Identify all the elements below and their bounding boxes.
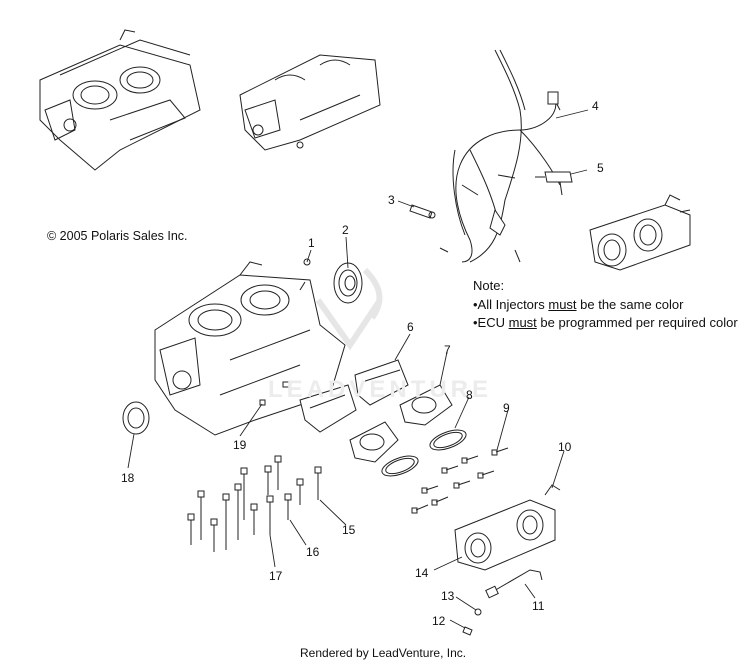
watermark-logo [315, 267, 383, 351]
note-line-ecu: •ECU must be programmed per required col… [473, 315, 738, 330]
callout-1[interactable]: 1 [308, 236, 315, 250]
injector-5 [535, 171, 573, 196]
regulator-3 [409, 204, 436, 219]
note-line2-emphasis: must [508, 315, 537, 330]
note-line2-prefix: •ECU [473, 315, 509, 330]
watermark-text: LEADVENTURE [268, 376, 493, 403]
seal-2 [333, 262, 363, 304]
callout-14[interactable]: 14 [415, 566, 429, 580]
callout-9[interactable]: 9 [503, 401, 510, 415]
leader-lines [127, 109, 589, 629]
fuel-rail-assembly [439, 49, 561, 263]
reed-valve-6 [299, 359, 409, 433]
throttle-body-top [589, 194, 691, 271]
seal-18 [122, 401, 150, 435]
small-parts [259, 258, 482, 636]
callout-2[interactable]: 2 [342, 223, 349, 237]
note-line-injectors: •All Injectors must be the same color [473, 297, 683, 312]
note-line2-suffix: be programmed per required color [536, 315, 738, 330]
callout-7[interactable]: 7 [444, 343, 451, 357]
crankcase-top-middle [239, 54, 381, 151]
callout-18[interactable]: 18 [121, 471, 135, 485]
callout-3[interactable]: 3 [388, 193, 395, 207]
note-line1-suffix: be the same color [576, 297, 684, 312]
bolts-left [187, 455, 322, 552]
footer-text: Rendered by LeadVenture, Inc. [300, 646, 467, 660]
sensor-11 [485, 569, 543, 599]
callout-8[interactable]: 8 [466, 388, 473, 402]
bolts-right [411, 447, 509, 514]
clamp-8 [381, 429, 467, 477]
crankcase-top-left [39, 29, 201, 171]
callout-17[interactable]: 17 [269, 569, 283, 583]
callout-16[interactable]: 16 [306, 545, 320, 559]
callout-10[interactable]: 10 [558, 440, 572, 454]
crankcase-main [154, 261, 346, 436]
copyright-text: © 2005 Polaris Sales Inc. [47, 229, 188, 243]
intake-manifold-7 [349, 384, 453, 463]
note-line1-emphasis: must [548, 297, 577, 312]
callout-11[interactable]: 11 [532, 599, 545, 613]
note-title: Note: [473, 278, 505, 293]
callout-12[interactable]: 12 [432, 614, 446, 628]
callout-5[interactable]: 5 [597, 161, 604, 175]
callout-6[interactable]: 6 [407, 320, 414, 334]
note-line1-prefix: •All Injectors [473, 297, 549, 312]
callout-4[interactable]: 4 [592, 99, 599, 113]
callout-19[interactable]: 19 [233, 438, 247, 452]
callout-13[interactable]: 13 [441, 589, 455, 603]
callout-15[interactable]: 15 [342, 523, 356, 537]
throttle-body-14 [454, 484, 561, 571]
